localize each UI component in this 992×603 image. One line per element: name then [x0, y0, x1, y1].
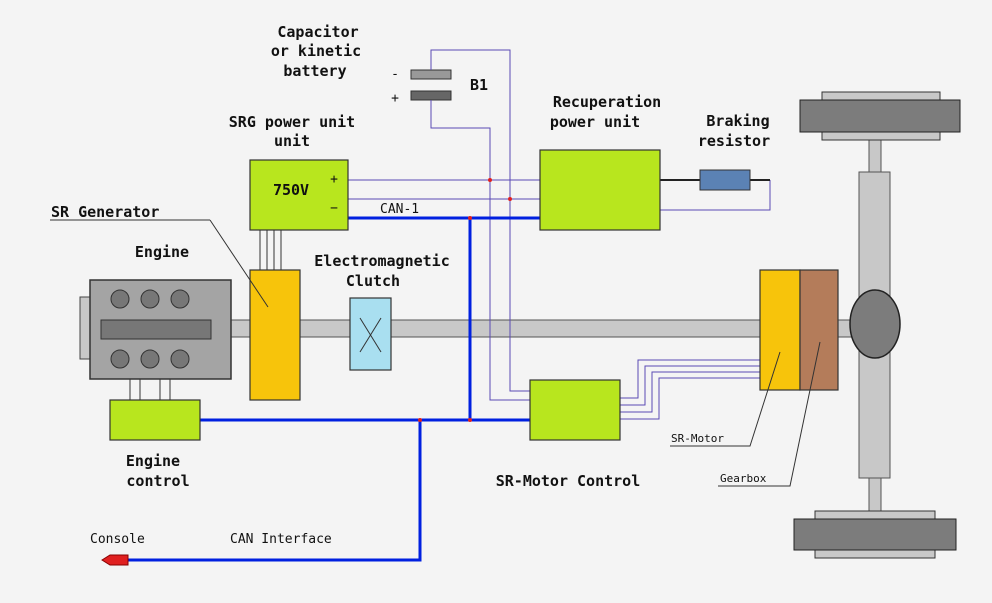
engine-cylinder	[110, 289, 130, 309]
can-bus	[128, 216, 540, 562]
power-junction	[508, 197, 512, 201]
gearbox-leader	[718, 341, 821, 487]
electromagnetic-clutch	[349, 297, 392, 371]
sr-motor-label: SR-Motor	[671, 432, 724, 445]
console-label: Console	[90, 532, 145, 547]
gearbox-label: Gearbox	[720, 472, 767, 485]
engine-label: Engine	[135, 243, 189, 261]
sr-motor	[759, 269, 801, 391]
capacitor-plus-sign: +	[391, 91, 399, 106]
can-interface-label: CAN Interface	[230, 532, 332, 547]
capacitor-label: Capacitor	[277, 23, 358, 41]
sr-generator	[249, 269, 301, 401]
main-shaft	[227, 319, 765, 338]
engine-control-label: Engine	[126, 452, 180, 470]
capacitor-label: or kinetic	[271, 42, 361, 60]
can-junction	[468, 418, 472, 422]
srg-minus-terminal: −	[330, 201, 338, 216]
engine-cylinder	[140, 349, 160, 369]
srg-voltage: 750V	[273, 181, 309, 199]
recuperation-label: Recuperation	[553, 93, 661, 111]
capacitor-plate-minus	[410, 69, 452, 80]
can-junction	[468, 216, 472, 220]
sr-generator-leader	[209, 219, 269, 308]
axle-lower-stub	[868, 477, 882, 513]
wheel-top	[799, 99, 961, 133]
engine-cylinder	[170, 349, 190, 369]
braking-resistor	[699, 169, 751, 191]
engine-control-unit	[109, 399, 201, 441]
engine-cylinder	[110, 349, 130, 369]
engine-head-bar	[100, 319, 212, 340]
sr-motor-control-label: SR-Motor Control	[496, 472, 641, 490]
srg-plus-terminal: +	[330, 172, 338, 187]
console-connector-icon	[101, 554, 129, 566]
braking-resistor-label: Braking	[706, 112, 769, 130]
gearbox	[799, 269, 839, 391]
srg-power-unit-label: SRG power unit	[229, 113, 355, 131]
srg-power-unit-label: unit	[274, 132, 310, 150]
b1-label: B1	[470, 76, 488, 94]
clutch-label: Clutch	[346, 272, 400, 290]
braking-resistor-label: resistor	[698, 132, 770, 150]
recuperation-power-unit	[539, 149, 661, 231]
can-junction	[418, 418, 422, 422]
capacitor-minus-sign: -	[391, 67, 399, 82]
engine-cylinder	[170, 289, 190, 309]
clutch-cross	[359, 317, 382, 353]
wheel-bottom	[793, 518, 957, 551]
sr-motor-leader	[670, 351, 781, 447]
engine-control-wires	[129, 379, 171, 400]
capacitor-plate-plus	[410, 90, 452, 101]
can1-label: CAN-1	[380, 202, 419, 217]
power-junction	[488, 178, 492, 182]
engine-control-label: control	[126, 472, 189, 490]
engine-cylinder	[140, 289, 160, 309]
sr-motor-control-unit	[529, 379, 621, 441]
generator-to-srg-wires	[259, 230, 282, 270]
recuperation-label: power unit	[550, 113, 640, 131]
axle-upper-stub	[868, 139, 882, 173]
clutch-label: Electromagnetic	[314, 252, 449, 270]
differential	[849, 289, 901, 359]
srg-power-unit	[249, 159, 349, 231]
sr-generator-label: SR Generator	[51, 203, 159, 221]
capacitor-label: battery	[283, 62, 346, 80]
